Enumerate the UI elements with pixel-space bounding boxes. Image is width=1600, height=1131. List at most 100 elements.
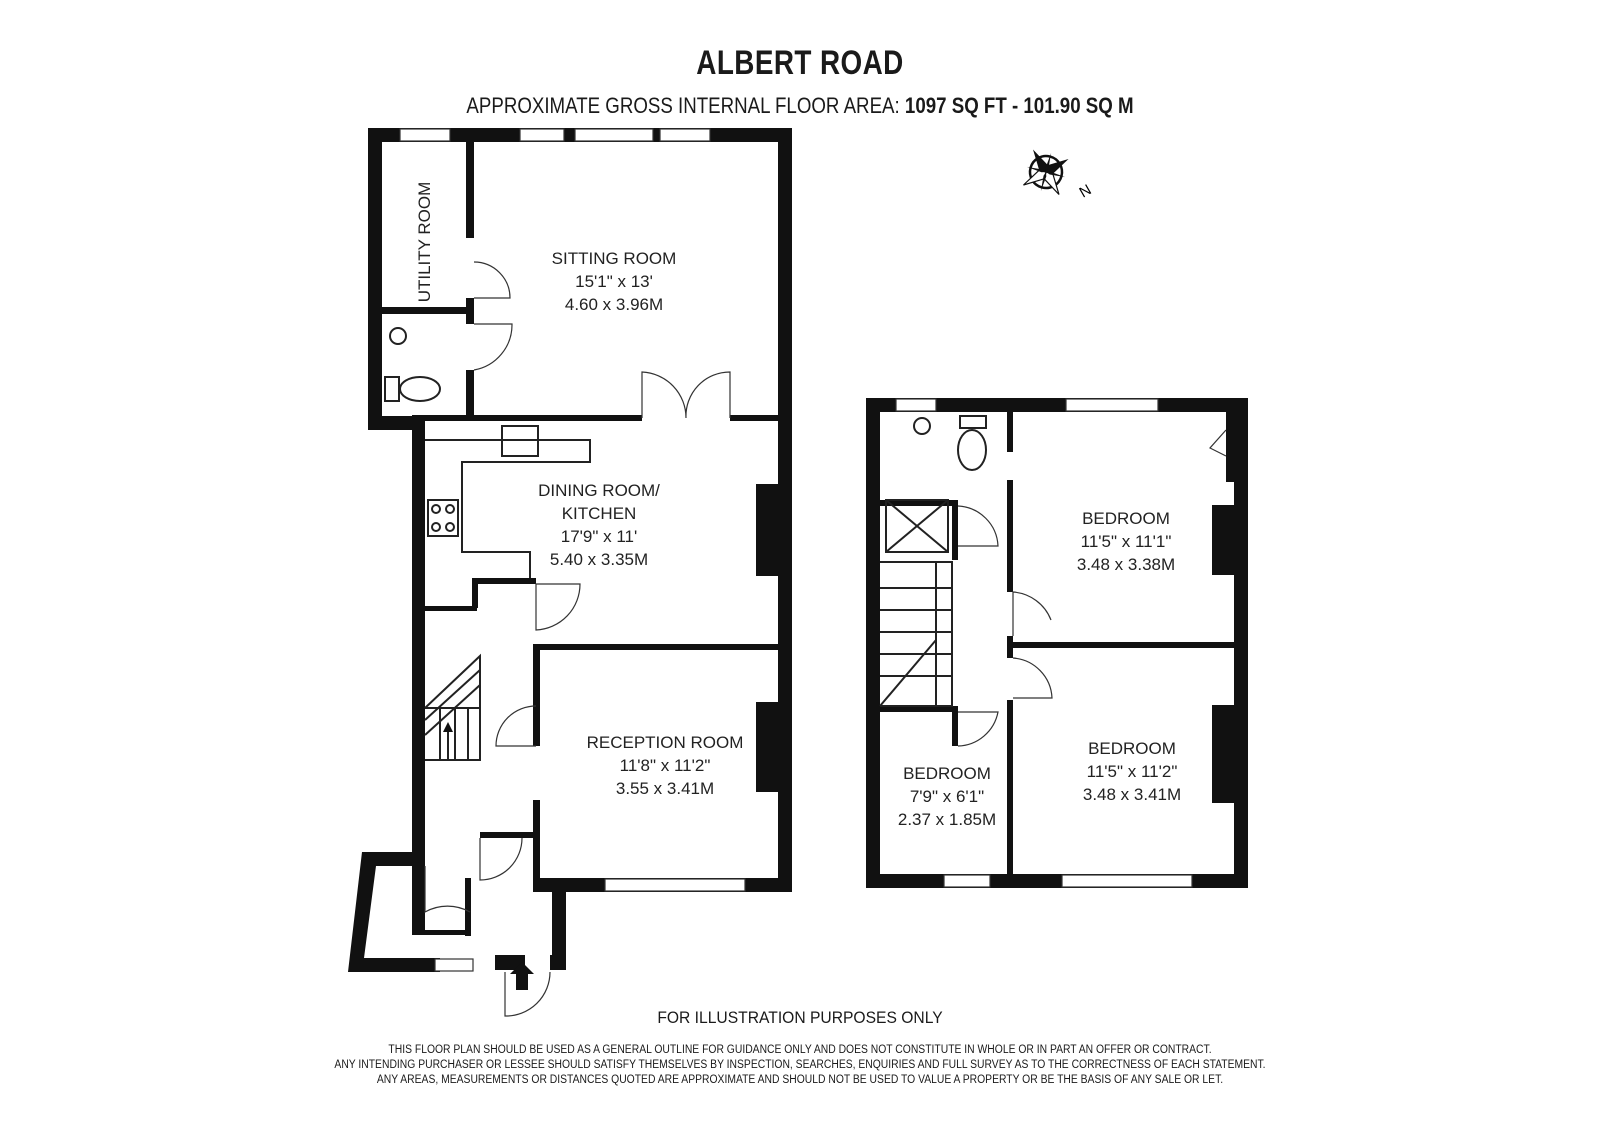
front-door: [504, 971, 551, 1017]
sink-icon: [501, 425, 539, 457]
room-label-sitting: SITTING ROOM: [552, 249, 677, 268]
wall: [368, 128, 382, 430]
wall: [472, 578, 536, 584]
wall: [466, 370, 474, 420]
chimney-breast: [756, 484, 780, 576]
door-porch: [424, 866, 471, 914]
wall: [730, 415, 792, 421]
room-label-bedroom-1: BEDROOM: [1082, 509, 1170, 528]
ground-stairs: [424, 653, 481, 761]
wall: [495, 955, 525, 970]
room-dims-bedroom-1-imperial: 11'5" x 11'1": [1081, 532, 1172, 551]
double-door-sitting: [641, 371, 731, 419]
wall: [536, 644, 792, 650]
hob-ring: [431, 504, 441, 514]
first-floor: [866, 398, 1248, 888]
window: [519, 128, 565, 142]
wall: [778, 128, 792, 890]
room-dims-bedroom-2-metric: 3.48 x 3.41M: [1083, 785, 1181, 804]
window: [1061, 874, 1193, 888]
chimney-breast: [1212, 705, 1236, 803]
room-dims-sitting-metric: 4.60 x 3.96M: [565, 295, 663, 314]
hob-ring: [445, 504, 455, 514]
room-dims-sitting-imperial: 15'1" x 13': [575, 272, 653, 291]
wall: [382, 307, 472, 314]
compass-icon: [1023, 149, 1069, 195]
window: [604, 878, 746, 892]
hob-icon: [427, 499, 459, 537]
hob-ring: [431, 522, 441, 532]
window: [895, 398, 937, 412]
door-bathroom: [957, 505, 999, 547]
wall: [465, 878, 471, 936]
floor-area-label: APPROXIMATE GROSS INTERNAL FLOOR AREA:: [466, 93, 900, 118]
room-dims-bedroom-3-metric: 2.37 x 1.85M: [898, 810, 996, 829]
wall: [425, 606, 477, 611]
chimney-breast: [756, 702, 780, 792]
basin-icon: [389, 327, 407, 345]
window: [659, 128, 711, 142]
wall: [866, 398, 880, 888]
wall: [880, 500, 958, 506]
room-dims-reception-imperial: 11'8" x 11'2": [620, 756, 711, 775]
door-dining: [535, 583, 581, 631]
room-dims-bedroom-3-imperial: 7'9" x 6'1": [910, 787, 984, 806]
kitchen-worktop: [425, 439, 591, 578]
wall: [552, 878, 566, 970]
illustration-note: FOR ILLUSTRATION PURPOSES ONLY: [657, 1008, 943, 1027]
floor-area: APPROXIMATE GROSS INTERNAL FLOOR AREA: 1…: [120, 93, 1480, 119]
window: [943, 874, 991, 888]
window: [1065, 398, 1159, 412]
disclaimer: THIS FLOOR PLAN SHOULD BE USED AS A GENE…: [80, 1043, 1520, 1088]
disclaimer-line: THIS FLOOR PLAN SHOULD BE USED AS A GENE…: [388, 1044, 1212, 1056]
wall: [880, 706, 956, 712]
disclaimer-line: ANY AREAS, MEASUREMENTS OR DISTANCES QUO…: [376, 1074, 1224, 1086]
toilet-icon: [957, 429, 987, 471]
wall: [1007, 480, 1013, 592]
basin-icon: [913, 417, 931, 435]
window: [399, 128, 451, 142]
patio-door: [574, 128, 654, 142]
wall: [952, 500, 958, 560]
toilet-icon: [399, 376, 441, 402]
porch-wall: [348, 852, 440, 972]
entrance-arrow-icon: [510, 962, 534, 990]
wall: [412, 930, 468, 935]
room-label-dining: DINING ROOM/: [538, 481, 660, 500]
hob-ring: [445, 522, 455, 532]
door-bedroom-1: [1012, 591, 1052, 636]
room-dims-dining-metric: 5.40 x 3.35M: [550, 550, 648, 569]
wall: [368, 416, 424, 430]
wall: [533, 800, 540, 892]
disclaimer-line: ANY INTENDING PURCHASER OR LESSEE SHOULD…: [334, 1059, 1266, 1071]
wall: [1007, 412, 1013, 452]
wall: [412, 415, 642, 421]
door-hall: [479, 837, 523, 881]
chimney-breast: [1212, 505, 1236, 575]
wall: [1226, 412, 1234, 482]
room-dims-reception-metric: 3.55 x 3.41M: [616, 779, 714, 798]
room-dims-bedroom-1-metric: 3.48 x 3.38M: [1077, 555, 1175, 574]
floor-area-value: 1097 SQ FT - 101.90 SQ M: [904, 93, 1134, 118]
wall: [533, 644, 540, 746]
shower-icon: [885, 499, 949, 553]
room-dims-bedroom-2-imperial: 11'5" x 11'2": [1087, 762, 1178, 781]
cistern-icon: [959, 415, 987, 429]
door-cupboard: [1209, 429, 1227, 457]
wall: [480, 832, 536, 838]
first-floor-stairs: [879, 561, 953, 707]
wall: [466, 142, 474, 238]
compass-north-label: N: [1077, 181, 1095, 201]
room-label-dining-2: KITCHEN: [562, 504, 637, 523]
wall: [550, 955, 566, 970]
room-label-utility: UTILITY ROOM: [415, 182, 434, 303]
room-label-bedroom-3: BEDROOM: [903, 764, 991, 783]
ground-floor: [348, 128, 792, 1017]
door-bedroom-3: [957, 711, 999, 747]
door-wc: [473, 323, 513, 371]
room-dims-dining-imperial: 17'9" x 11': [561, 527, 637, 546]
room-label-reception: RECEPTION ROOM: [587, 733, 744, 752]
wall: [412, 416, 425, 852]
wall: [412, 852, 425, 932]
